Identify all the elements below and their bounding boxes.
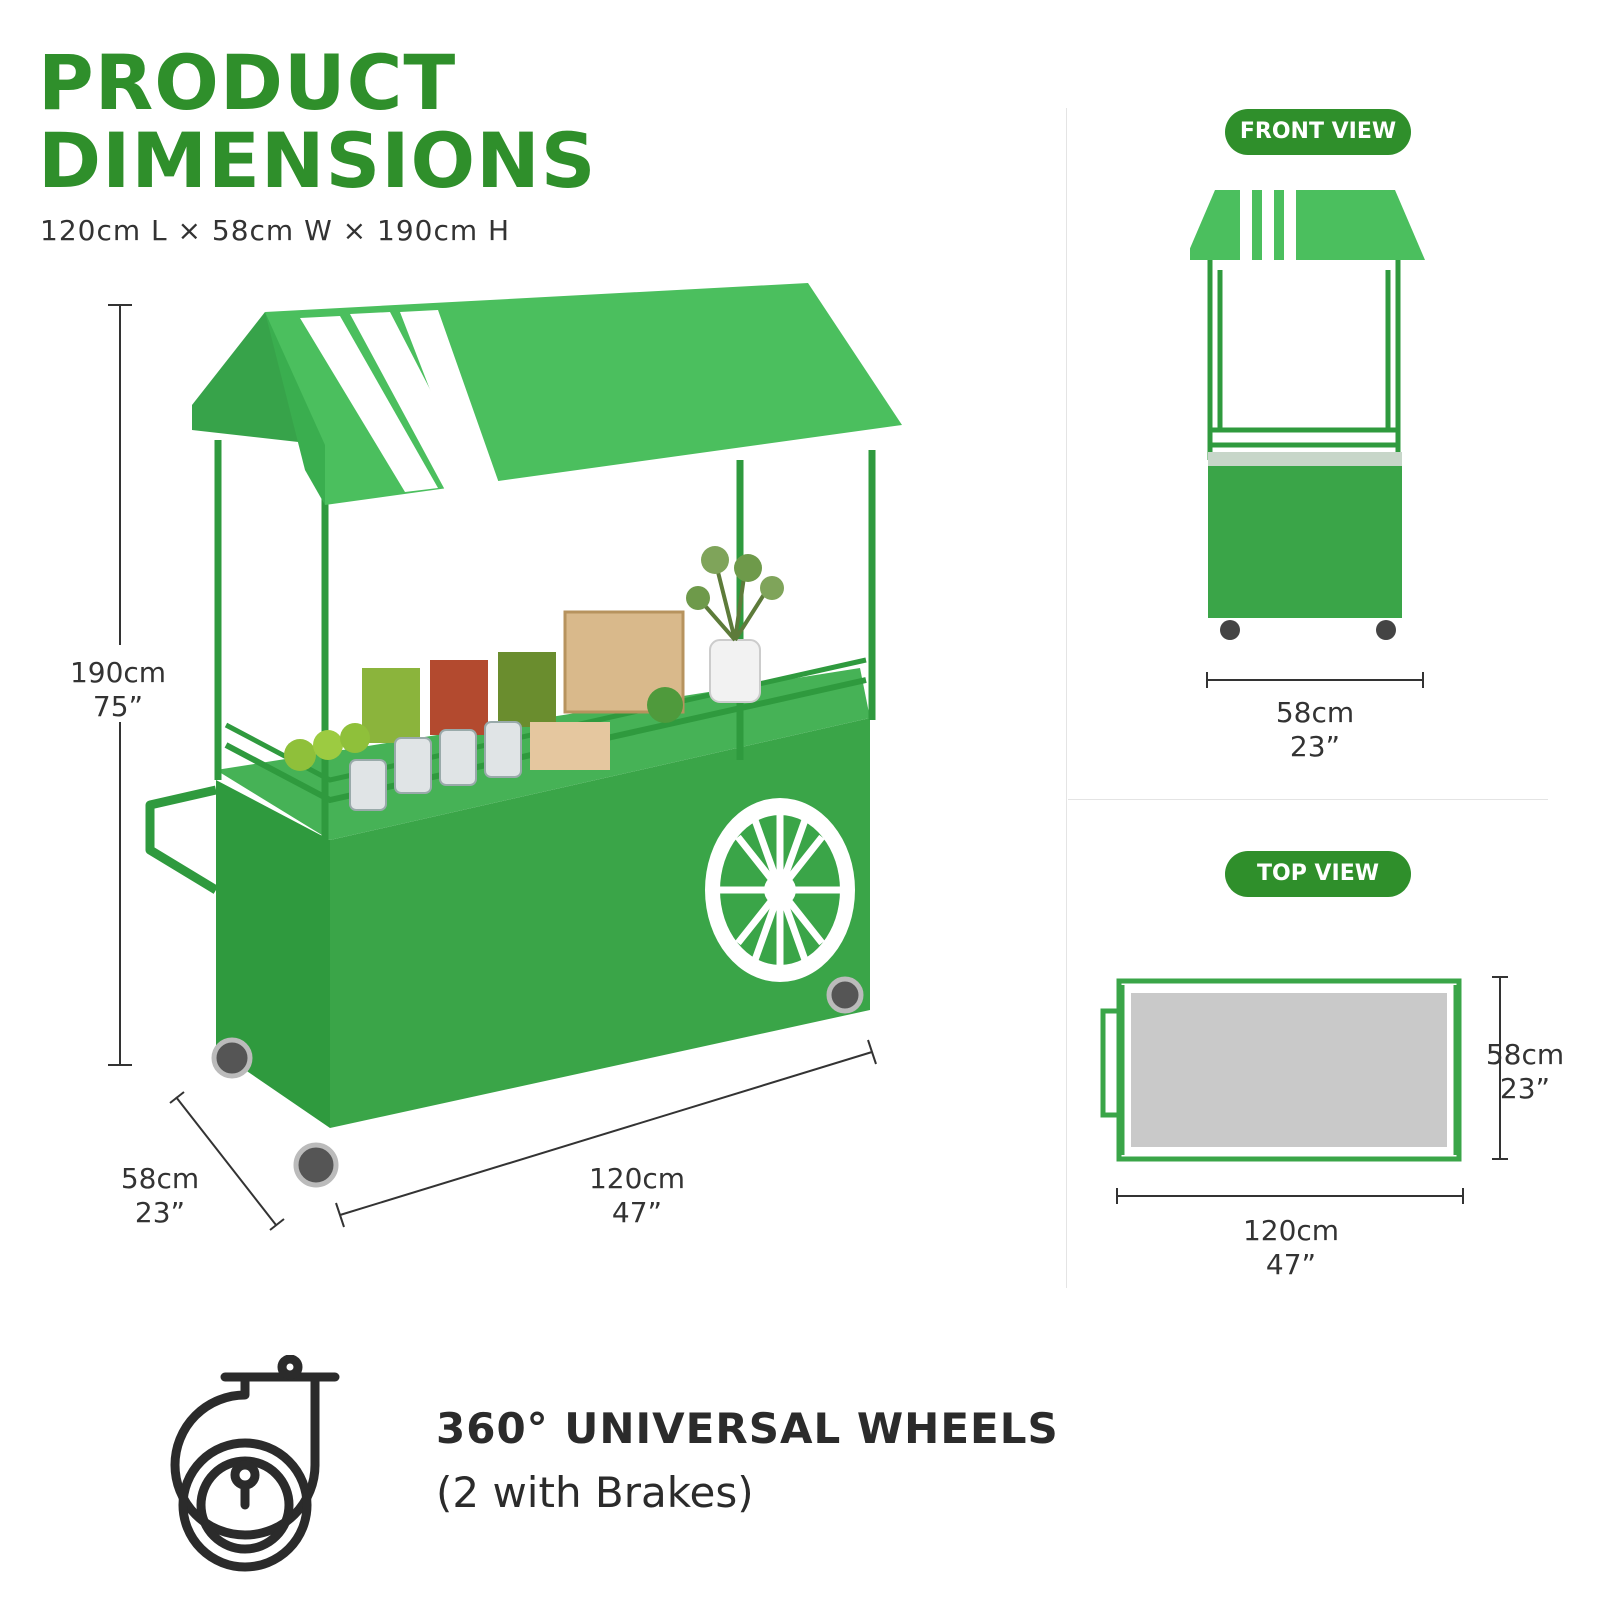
height-label: 190cm 75” [69,656,167,723]
feature-subtitle: (2 with Brakes) [436,1468,754,1517]
top-view-length-label: 120cm 47” [1242,1214,1340,1281]
length-label: 120cm 47” [588,1162,686,1229]
cart-body [145,440,876,1128]
front-view-badge: FRONT VIEW [1225,109,1411,155]
page-title: PRODUCT DIMENSIONS [38,44,596,200]
section-divider-horizontal [1068,799,1548,800]
width-label: 58cm 23” [120,1162,200,1229]
awning [192,283,902,505]
feature-title: 360° UNIVERSAL WHEELS [436,1404,1059,1453]
width-dimension-line [169,1091,285,1231]
top-view-illustration [1100,978,1462,1162]
length-dimension-line [335,1039,877,1228]
front-view-illustration [1190,190,1425,640]
front-view-width-line [1206,672,1424,688]
top-view-badge: TOP VIEW [1225,851,1411,897]
top-view-width-label: 58cm 23” [1485,1038,1565,1105]
overall-dimensions: 120cm L × 58cm W × 190cm H [40,214,511,247]
title-line-2: DIMENSIONS [38,116,597,205]
main-cart-illustration [108,283,902,1231]
top-view-width-line [1492,976,1508,1160]
top-view-length-line [1116,1188,1464,1204]
height-dimension-line [108,304,132,1066]
title-line-1: PRODUCT [38,38,457,127]
caster-wheels [211,976,864,1188]
section-divider-vertical [1066,108,1067,1288]
caster-wheel-icon [170,1355,340,1572]
decorative-wheel [705,798,855,982]
merchandise-display [284,546,784,811]
front-view-width-label: 58cm 23” [1275,696,1355,763]
